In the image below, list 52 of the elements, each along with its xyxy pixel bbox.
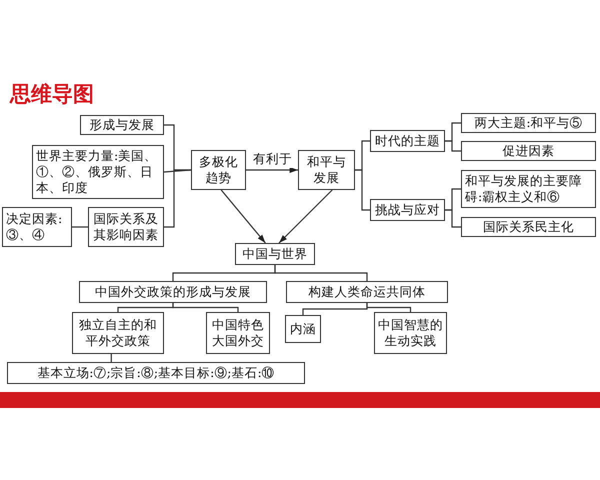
node-text: 基本立场:⑦;宗旨:⑧;基本目标:⑨;基石:⑩	[37, 364, 275, 382]
connector-line	[445, 209, 461, 228]
node-text: 构建人类命运共同体	[308, 284, 426, 300]
node-text: 国际关系及其影响因素	[92, 210, 160, 244]
connector-line	[445, 140, 461, 152]
text-box	[298, 150, 355, 190]
connector-line	[164, 169, 191, 228]
text-box	[235, 243, 315, 265]
node-text: 中国与世界	[242, 246, 308, 262]
edge-label: 有利于	[252, 151, 293, 168]
arrow	[220, 190, 266, 244]
text-box	[285, 315, 321, 343]
text-box	[370, 130, 445, 152]
node-text: 中国特色大国外交	[211, 316, 265, 350]
node-text: 独立自主的和平外交政策	[78, 316, 158, 350]
connector-line	[366, 303, 412, 312]
text-box	[80, 115, 164, 135]
text-box	[72, 312, 164, 354]
text-box	[32, 145, 164, 199]
node-text: 促进因素	[502, 142, 554, 160]
text-box	[461, 141, 596, 161]
text-box	[79, 281, 267, 303]
node-text: 形成与发展	[90, 116, 154, 134]
node-text: 中国外交政策的形成与发展	[95, 284, 251, 300]
diagram-title: 思维导图	[10, 81, 94, 108]
node-text: 中国智慧的生动实践	[378, 316, 443, 350]
connector-line	[72, 226, 88, 228]
arrow	[246, 167, 298, 173]
node-text: 决定因素:③、④	[6, 210, 64, 244]
text-box	[2, 207, 72, 247]
node-text: 和平与发展	[306, 154, 347, 186]
text-box	[286, 281, 448, 303]
node-text: 挑战与应对	[375, 202, 440, 218]
connector-line	[355, 169, 370, 211]
node-text: 内涵	[290, 320, 316, 338]
node-text: 国际关系民主化	[483, 218, 574, 236]
text-box	[370, 199, 445, 221]
connector-line	[172, 303, 239, 312]
arrow	[278, 190, 333, 244]
connector-line	[110, 354, 112, 362]
node-text: 和平与发展的主要障碍:霸权主义和⑥	[465, 172, 583, 206]
connector-line	[274, 265, 368, 281]
text-box	[461, 217, 596, 237]
node-text: 多极化趋势	[198, 154, 239, 186]
node-text: 两大主题:和平与⑤	[474, 114, 583, 132]
text-box	[461, 170, 596, 208]
text-box	[7, 362, 305, 384]
node-text: 世界主要力量:美国、①、②、俄罗斯、日本、印度	[36, 148, 158, 196]
connector-line	[164, 169, 192, 173]
node-text: 时代的主题	[375, 132, 440, 150]
text-box	[191, 150, 246, 190]
text-box	[461, 113, 596, 133]
